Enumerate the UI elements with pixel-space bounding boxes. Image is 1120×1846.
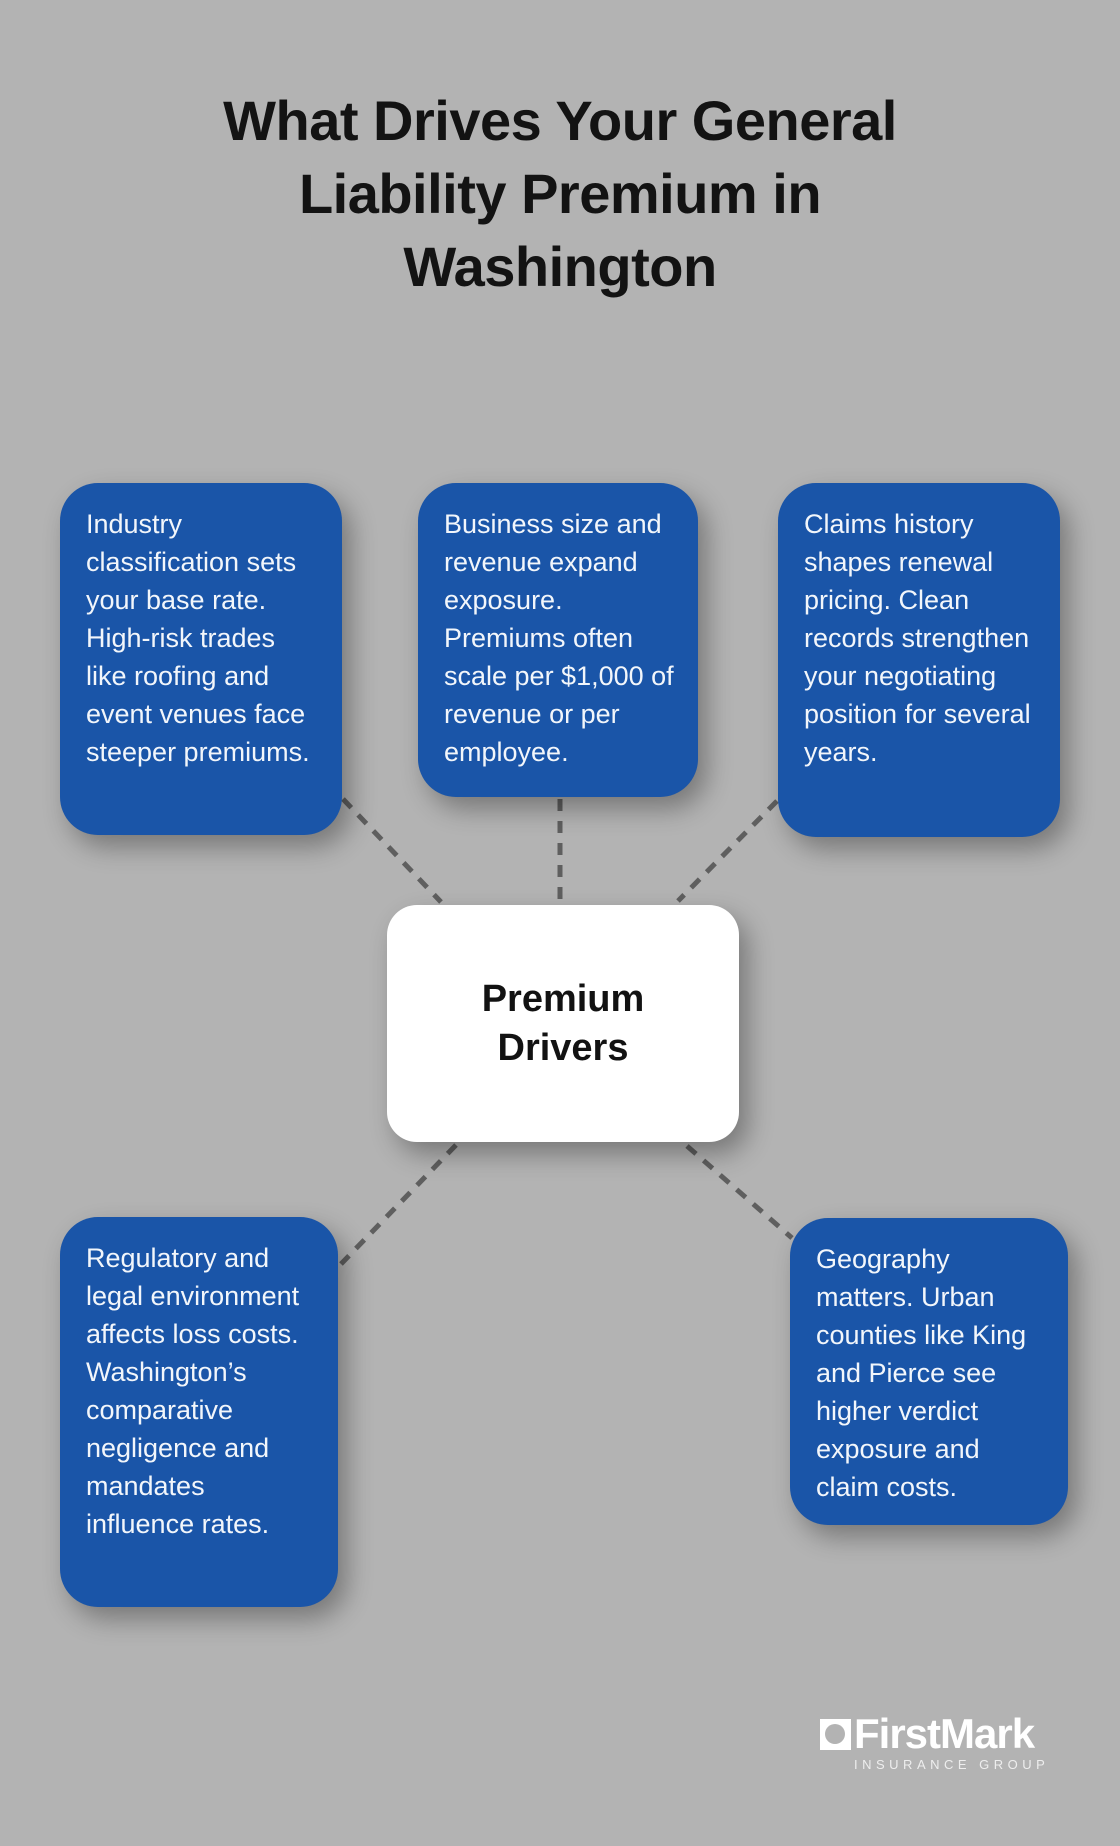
driver-box-claims-history: Claims history shapes renewal pricing. C…	[778, 483, 1060, 837]
center-node-label-line-1: Premium	[481, 977, 645, 1020]
logo-mark-circle	[825, 1723, 845, 1744]
brand-name: FirstMark	[854, 1710, 1035, 1757]
page-title: What Drives Your General Liability Premi…	[0, 84, 1120, 303]
center-node-premium-drivers: Premium Drivers	[387, 905, 739, 1142]
connector-line-regulatory	[339, 1143, 458, 1266]
driver-box-business-size: Business size and revenue expand exposur…	[418, 483, 698, 797]
page-title-line-2: Liability Premium in	[298, 162, 822, 225]
driver-box-industry: Industry classification sets your base r…	[60, 483, 342, 835]
driver-text-claims-history: Claims history shapes renewal pricing. C…	[804, 509, 1031, 767]
page-title-line-1: What Drives Your General	[223, 89, 897, 152]
driver-text-industry: Industry classification sets your base r…	[86, 509, 310, 767]
driver-box-geography: Geography matters. Urban counties like K…	[790, 1218, 1068, 1525]
brand-tagline: INSURANCE GROUP	[854, 1757, 1050, 1772]
driver-text-geography: Geography matters. Urban counties like K…	[816, 1244, 1027, 1502]
connector-line-geography	[685, 1144, 794, 1240]
connector-line-industry	[341, 797, 443, 904]
driver-text-business-size: Business size and revenue expand exposur…	[444, 509, 674, 767]
driver-box-regulatory: Regulatory and legal environment affects…	[60, 1217, 338, 1607]
brand-logo: FirstMark INSURANCE GROUP	[820, 1710, 1050, 1772]
driver-text-regulatory: Regulatory and legal environment affects…	[86, 1243, 300, 1539]
page-title-line-3: Washington	[403, 235, 717, 298]
firstmark-logo-mark-icon	[820, 1718, 851, 1750]
connector-line-claims	[676, 799, 779, 903]
center-node-label-line-2: Drivers	[497, 1026, 629, 1069]
